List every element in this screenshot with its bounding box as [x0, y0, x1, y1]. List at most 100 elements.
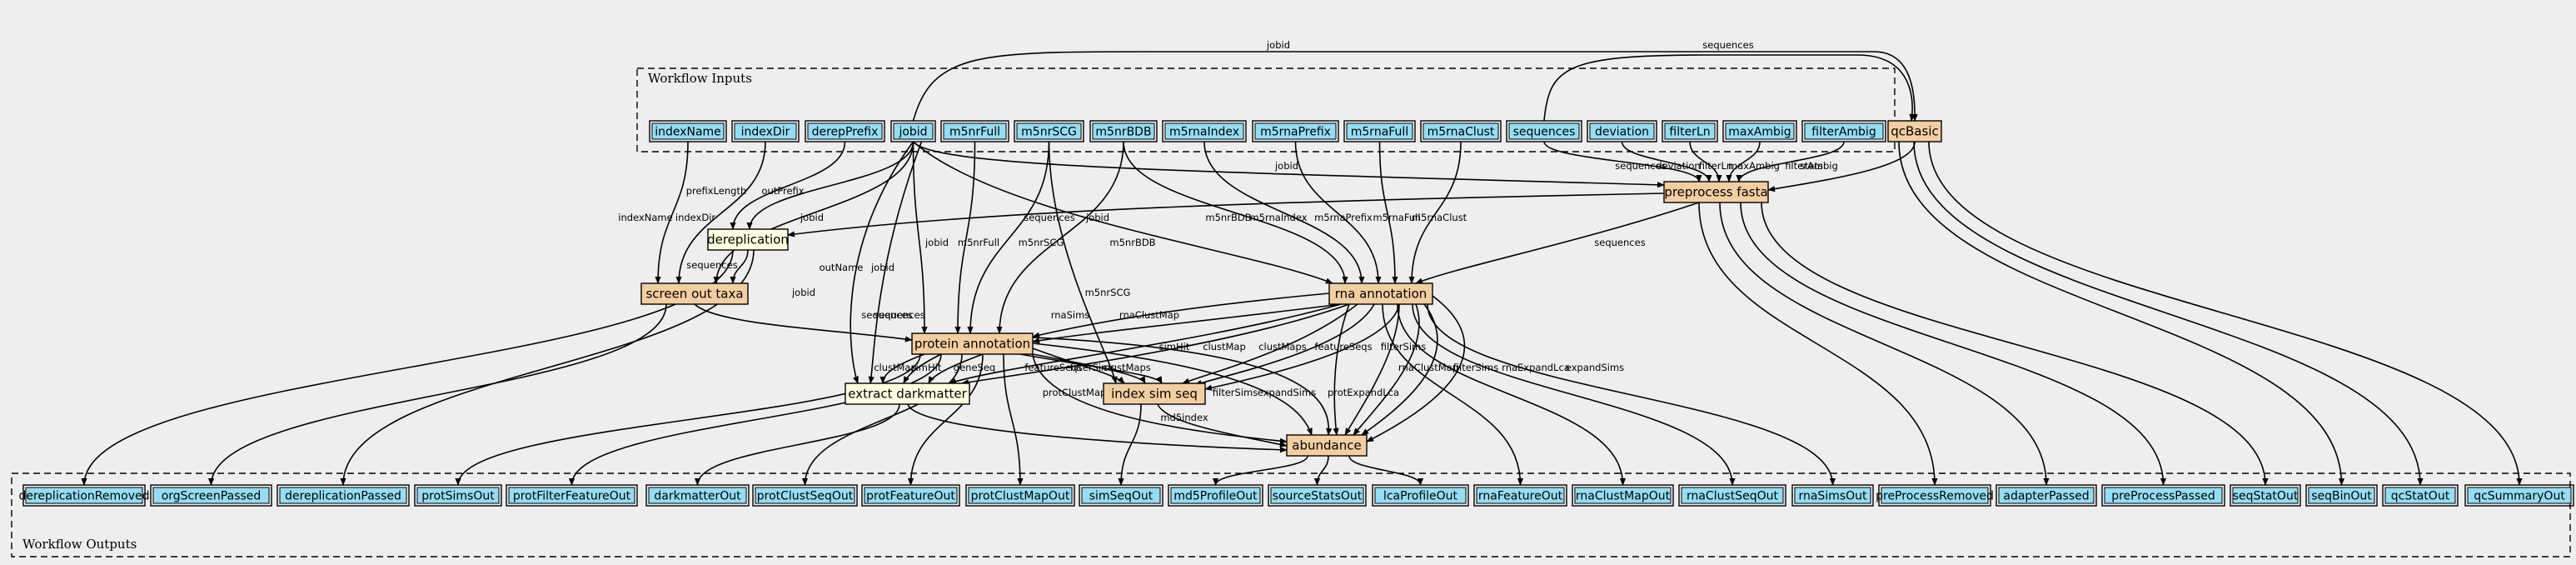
edge-label-protein_m5nr-full: m5nrFull — [958, 237, 999, 248]
input-node-max-ambig-label: maxAmbig — [1728, 126, 1791, 139]
step-node-abundance-label: abundance — [1292, 438, 1361, 453]
edge-indexdir-to-screen — [675, 141, 766, 284]
output-node-dereplication-removed-label: dereplicationRemoved — [18, 490, 149, 503]
edge-protein-to-extract-clustmap — [879, 353, 925, 384]
edge-jobid-to-extract2 — [868, 141, 923, 384]
edge-extract-to-darkmatter-out — [694, 403, 900, 486]
edge-label-si_filter-sims2: filterSims — [1381, 341, 1426, 352]
output-node-pre-process-passed: preProcessPassed — [2101, 484, 2225, 507]
step-node-abundance: abundance — [1286, 434, 1368, 457]
edge-label-protein_jobid: jobid — [924, 237, 949, 248]
input-node-m5rna-index-label: m5rnaIndex — [1169, 126, 1239, 139]
edge-dereplication-to-screen — [730, 249, 749, 284]
edge-label-pp_sequences: sequences — [1615, 160, 1666, 172]
edge-label-extract_jobid2: jobid — [791, 287, 815, 298]
output-node-rna-feature-out-label: rnaFeatureOut — [1478, 490, 1563, 503]
step-node-dereplication-label: dereplication — [707, 232, 789, 248]
output-node-dereplication-removed: dereplicationRemoved — [18, 484, 150, 507]
output-node-prot-sims-out: protSimsOut — [414, 484, 502, 507]
input-node-m5nr-bdb-label: m5nrBDB — [1095, 126, 1151, 139]
step-node-preprocess-label: preprocess fasta — [1664, 185, 1767, 200]
edge-abundance-to-lca-profile-out — [1348, 455, 1424, 486]
input-node-m5rna-prefix: m5rnaPrefix — [1252, 120, 1339, 142]
edge-label-derep_out-prefix: outPrefix — [761, 185, 804, 197]
edge-label-screen_index-dir: indexDir — [675, 212, 716, 223]
edge-label-derep_prefix-length: prefixLength — [686, 185, 747, 197]
edge-label-derep_sequences: sequences — [686, 259, 737, 271]
edge-label-ab_md5index: md5index — [1160, 412, 1208, 423]
input-node-derep-prefix: derepPrefix — [805, 120, 885, 142]
edge-label-out-name: outName — [820, 262, 864, 273]
output-node-org-screen-passed-label: orgScreenPassed — [162, 490, 262, 503]
edge-label-rna_jobid: jobid — [1085, 212, 1109, 223]
edge-label-screen_index-name: indexName — [618, 212, 672, 223]
input-node-m5rna-clust: m5rnaClust — [1420, 120, 1502, 142]
output-node-lca-profile-out: lcaProfileOut — [1372, 484, 1469, 507]
edge-jobid-to-extract — [850, 141, 914, 384]
input-node-m5rna-clust-label: m5rnaClust — [1428, 126, 1495, 139]
edge-protein-to-prot-feature-out — [907, 353, 984, 486]
output-node-prot-feature-out-label: protFeatureOut — [866, 490, 955, 503]
edge-label-ab_rna-clust-map: rnaClustMap — [1398, 362, 1458, 373]
edge-m5nrscg-to-protein — [967, 141, 1050, 334]
edge-label-pp_jobid: jobid — [1274, 160, 1298, 172]
edge-label-pp_filter-ln: filterLn — [1699, 160, 1732, 172]
edge-preprocess-to-adapter-passed — [1719, 202, 2050, 486]
edge-label-top_sequences: sequences — [1702, 39, 1753, 51]
edge-m5nrfull-to-protein — [954, 141, 976, 334]
edge-label-pp_stats: stats — [1800, 160, 1823, 172]
edge-label-pp_deviation: deviation — [1656, 160, 1700, 172]
edge-label-pp_filter-ambig: filterAmbig — [1785, 160, 1838, 172]
input-node-m5rna-index: m5rnaIndex — [1162, 120, 1247, 142]
edge-label-protein_m5nr-scg: m5nrSCG — [1019, 237, 1064, 248]
edge-jobid-to-preprocess — [912, 141, 1665, 188]
step-node-dereplication: dereplication — [707, 228, 789, 251]
edge-m5nr-bdb-to-rna — [1123, 141, 1348, 284]
edge-qcBasic-to-qc-summary-out — [1928, 141, 2523, 486]
step-node-rna-label: rna annotation — [1335, 287, 1428, 302]
edge-jobid-to-screen — [713, 141, 914, 284]
edge-label-ab_prot-expand-lca: protExpandLca — [1328, 387, 1399, 398]
edge-protein-to-abundance-expandsims — [1032, 342, 1313, 436]
edge-label-rna_m5rna-index: m5rnaIndex — [1249, 212, 1307, 223]
output-node-md5-profile-out-label: md5ProfileOut — [1173, 490, 1258, 503]
edge-rna-to-extract-clustmap — [961, 303, 1350, 386]
output-node-adapter-passed: adapterPassed — [1996, 484, 2097, 507]
input-node-m5rna-full: m5rnaFull — [1343, 120, 1416, 142]
edge-protein-to-simseq-featureseqs — [1032, 348, 1125, 384]
input-node-m5nr-scg-label: m5nrSCG — [1021, 126, 1077, 139]
edge-protein-to-prot-clust-map-out — [1003, 353, 1024, 486]
output-node-dereplication-passed: dereplicationPassed — [277, 484, 410, 507]
edge-deviation-to-preprocess — [1621, 141, 1712, 182]
edge-label-ab_rna-filter-sims: filterSims — [1453, 362, 1498, 373]
workflow-outputs-cluster — [11, 472, 2571, 558]
edge-protein-to-abundance-lca — [1032, 337, 1333, 436]
edge-label-screen_jobid: jobid — [800, 212, 824, 223]
output-node-source-stats-out: sourceStatsOut — [1268, 484, 1367, 507]
step-node-simseq: index sim seq — [1103, 382, 1206, 405]
edge-rna-to-rna-clust-seq-out — [1412, 303, 1736, 486]
edge-m5nrscg-to-simseq — [1048, 141, 1118, 384]
output-node-pre-process-removed-label: preProcessRemoved — [1876, 490, 1994, 503]
input-node-jobid-label: jobid — [898, 126, 927, 139]
step-node-preprocess: preprocess fasta — [1663, 181, 1769, 203]
edge-label-rna_m5rna-full: m5rnaFull — [1373, 212, 1420, 223]
input-node-derep-prefix-label: derepPrefix — [812, 126, 879, 139]
output-node-org-screen-passed: orgScreenPassed — [150, 484, 272, 507]
edge-label-protein_m5nr-bdb: m5nrBDB — [1109, 237, 1155, 248]
edge-preprocess-to-seq-stat-out — [1761, 202, 2269, 486]
edge-protein-to-simseq-clustmaps — [1019, 353, 1163, 384]
input-node-filter-ln-label: filterLn — [1669, 126, 1710, 139]
edge-label-ab_filter-sims: filterSims — [1213, 387, 1258, 398]
edge-label-top_jobid: jobid — [1266, 39, 1290, 51]
edge-m5rna-prefix-to-rna — [1294, 141, 1382, 284]
edge-protein-to-abundance-clustmap — [1032, 353, 1288, 444]
edge-jobid-to-dereplication — [746, 141, 914, 230]
edge-rna-to-rna-clust-map-out — [1397, 303, 1627, 486]
edge-rna-to-protein-clustmap — [1032, 303, 1342, 344]
edge-rna-to-abundance-clustmap — [1344, 303, 1400, 436]
edge-jobid-to-qcbasic — [912, 51, 1918, 122]
output-node-prot-clust-seq-out-label: protClustSeqOut — [757, 490, 854, 503]
edge-preprocess-to-pre-process-passed — [1740, 202, 2167, 486]
step-node-rna: rna annotation — [1328, 282, 1433, 305]
